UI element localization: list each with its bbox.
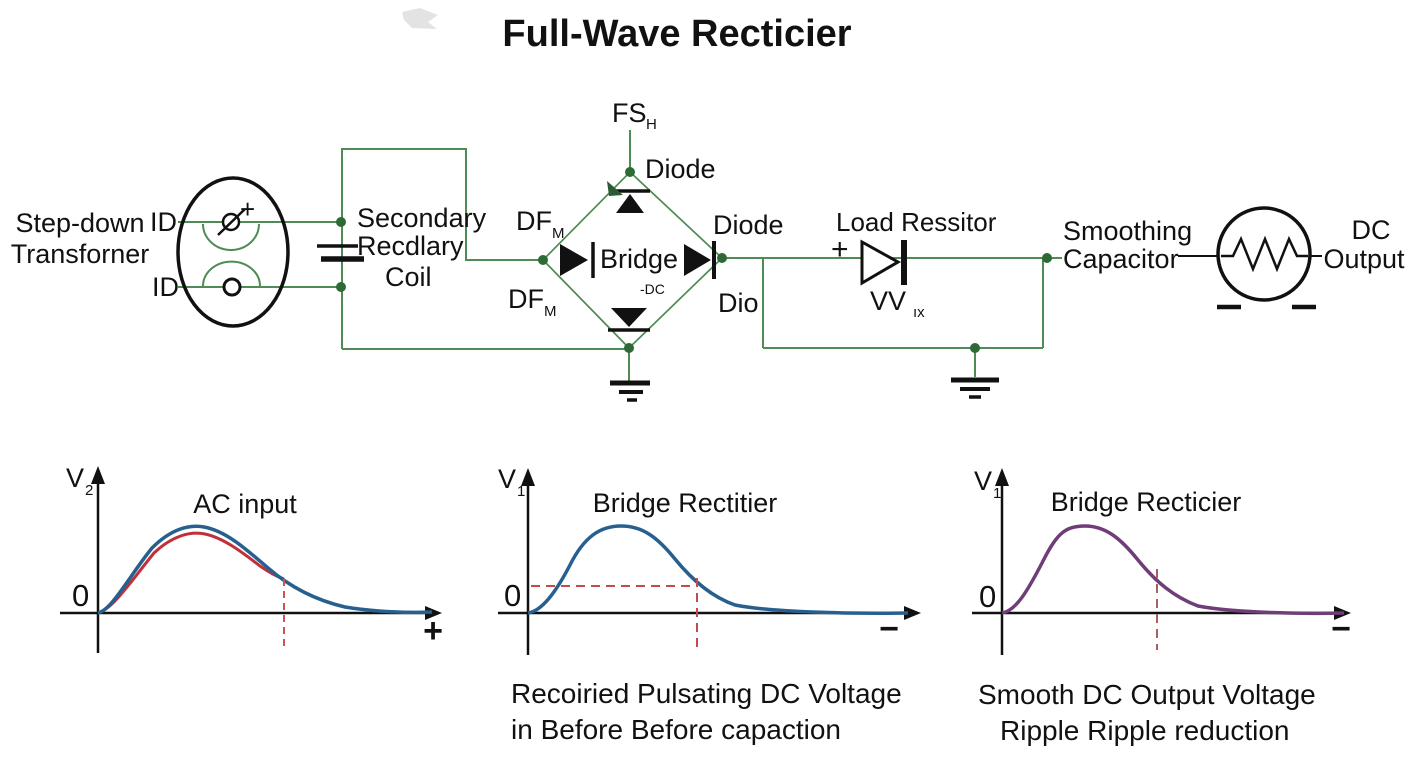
neutral-terminal-icon (222, 277, 242, 297)
pulsating-curve-blue (527, 524, 909, 615)
g1-yaxis-label: V (66, 463, 84, 493)
secondary-label-line3: Coil (385, 262, 432, 292)
load-plus-sign: + (831, 233, 849, 266)
load-diode-name-sub: ıx (913, 304, 925, 321)
g3-origin-label: 0 (979, 579, 996, 614)
g1-title: AC input (193, 489, 297, 519)
g2-xend-label: − (879, 610, 899, 648)
transformer-plus-sign: + (240, 194, 255, 224)
bridge-top-terminal-label: FS (612, 98, 647, 128)
diode-top-label: Diode (645, 154, 716, 184)
g3-yaxis-label: V (974, 466, 992, 496)
secondary-capacitor-icon (317, 244, 364, 262)
ac-curve-blue (97, 524, 433, 615)
input-top-label: ID (150, 207, 177, 237)
source-label-line1: Step-down (15, 208, 144, 238)
secondary-label-line2: Recdlary (357, 231, 464, 261)
source-label-line2: Transforner (11, 239, 150, 269)
load-resistor-label: Load Ressitor (836, 207, 997, 237)
bridge-sublabel: -DC (640, 281, 665, 297)
g3-title: Bridge Recticier (1051, 487, 1242, 517)
output-resistor-icon (1178, 206, 1322, 310)
caption-pulsating-line2: in Before Before capaction (511, 714, 841, 745)
ground-symbol-load (951, 377, 999, 399)
bridge-top-terminal-sub: H (646, 116, 657, 133)
diode-right-label: Diode (713, 210, 784, 240)
g2-yaxis-label: V (498, 464, 516, 494)
graph-ac-input (60, 466, 442, 653)
transformer-symbol (176, 176, 290, 328)
page-title: Full-Wave Recticier (502, 13, 851, 55)
output-label-line1: DC (1352, 215, 1391, 245)
g2-title: Bridge Rectitier (593, 488, 778, 518)
bridge-diode-left-icon (560, 242, 595, 278)
g2-origin-label: 0 (504, 578, 521, 613)
smudge-artifact (402, 8, 438, 29)
g1-xend-label: + (423, 612, 443, 650)
g1-yaxis-sub: 2 (85, 482, 93, 499)
g3-yaxis-sub: 1 (993, 485, 1001, 502)
ground-symbol-bridge (610, 380, 650, 402)
diode-bottom-right-label: Dio (718, 288, 759, 318)
input-bottom-label: ID (152, 272, 179, 302)
smoothing-label-line2: Capacitor (1063, 244, 1179, 274)
bridge-diode-right-icon (684, 241, 716, 279)
diode-left-top-label: DF (516, 206, 552, 236)
bridge-diode-top-icon (607, 181, 650, 213)
g2-yaxis-sub: 1 (517, 483, 525, 500)
diode-left-bottom-sub: M (544, 303, 557, 320)
diode-left-bottom-label: DF (508, 284, 544, 314)
ac-curve-red (97, 531, 285, 615)
bridge-label: Bridge (600, 244, 678, 274)
g3-xend-label: − (1331, 610, 1351, 648)
g1-origin-label: 0 (72, 578, 89, 613)
output-label-line2: Output (1323, 244, 1405, 274)
load-diode-icon (860, 239, 907, 286)
caption-pulsating-line1: Recoiried Pulsating DC Voltage (511, 678, 902, 709)
secondary-label-line1: Secondary (357, 203, 487, 233)
graph-smooth-dc (972, 468, 1351, 655)
caption-smooth-line1: Smooth DC Output Voltage (978, 679, 1316, 710)
diode-left-top-sub: M (552, 225, 565, 242)
junction-dots (336, 167, 1052, 353)
load-diode-name: VV (870, 286, 906, 316)
smoothing-label-line1: Smoothing (1063, 216, 1192, 246)
graph-pulsating-dc (498, 468, 921, 655)
smooth-curve-purple (1001, 524, 1345, 616)
caption-smooth-line2: Ripple Ripple reduction (1000, 715, 1290, 746)
bridge-diode-bottom-icon (608, 308, 650, 332)
